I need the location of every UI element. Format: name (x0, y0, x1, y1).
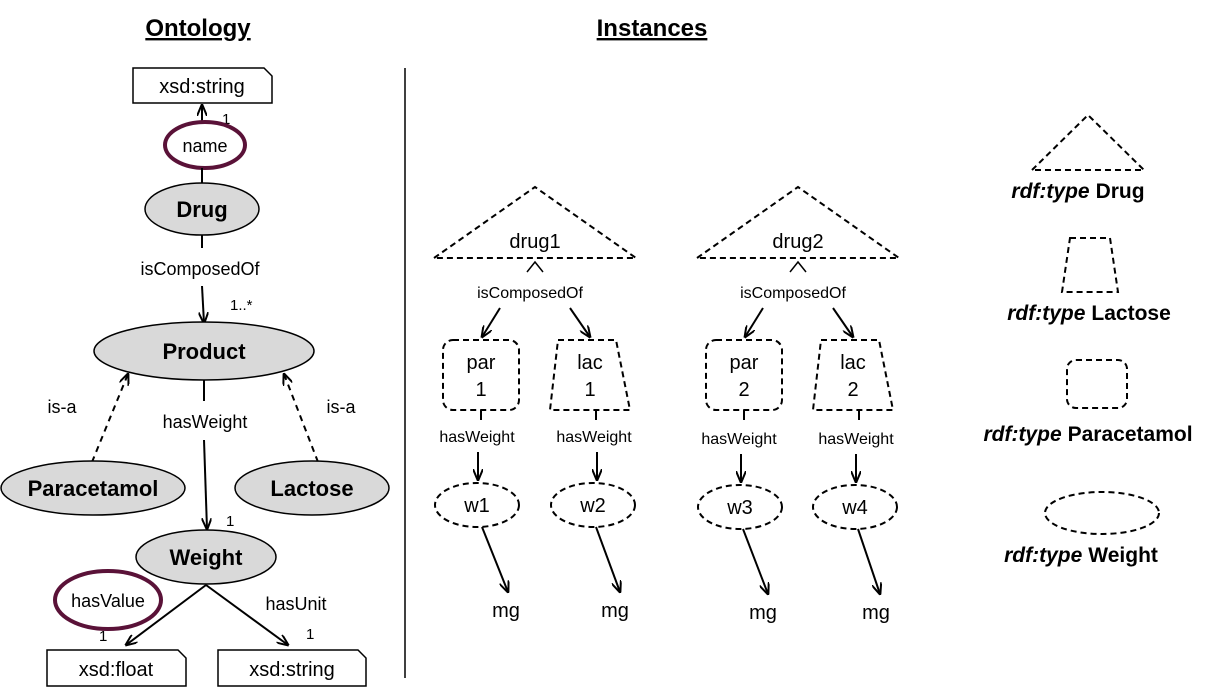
lactose-class-node: Lactose (234, 460, 390, 516)
mg-label-3: mg (749, 602, 777, 624)
has-value-cardinality: 1 (99, 628, 107, 645)
drug1-lac1-edge (569, 307, 590, 337)
is-a-left-label: is-a (47, 397, 77, 417)
is-a-right-label: is-a (326, 397, 356, 417)
legend-rounded-rect-shape (1066, 359, 1128, 409)
has-unit-cardinality: 1 (306, 626, 314, 643)
lac2-label-line2: 2 (847, 379, 858, 401)
par1-label-line1: par (467, 352, 496, 374)
has-value-label: hasValue (71, 591, 145, 611)
has-value-property-node: hasValue (53, 569, 163, 631)
xsd-string-bottom-node: xsd:string (217, 649, 367, 687)
drug1-label: drug1 (509, 231, 560, 253)
w4-mg-edge (857, 528, 880, 594)
name-cardinality: 1 (222, 111, 230, 128)
w1-node (434, 482, 520, 528)
xsd-float-node: xsd:float (46, 649, 187, 687)
legend-trapezoid-shape (1060, 237, 1120, 293)
has-value-edge (126, 584, 207, 645)
is-composed-of-cardinality: 1..* (230, 297, 253, 314)
has-weight-edge (204, 439, 207, 529)
is-composed-of-label-2: isComposedOf (740, 285, 846, 302)
instances-heading: Instances (597, 15, 708, 42)
w3-mg-edge (742, 528, 768, 594)
instance-group-1: drug1 isComposedOf par 1 lac 1 hasWeight… (430, 185, 640, 622)
name-property-node: name (163, 120, 247, 170)
lac1-node (548, 339, 632, 411)
name-label: name (182, 136, 227, 156)
has-weight-label: hasWeight (163, 412, 248, 432)
legend-triangle-shape (1029, 113, 1147, 171)
mg-label-4: mg (862, 602, 890, 624)
lac2-node (811, 339, 895, 411)
mg-label-2: mg (601, 600, 629, 622)
lac2-label-line1: lac (840, 352, 866, 374)
xsd-float-label: xsd:float (79, 659, 154, 681)
drug2-caret (789, 260, 807, 273)
has-weight-label-2: hasWeight (556, 429, 632, 446)
xsd-string-top-node: xsd:string (132, 67, 273, 104)
is-a-right-edge (284, 374, 319, 463)
is-a-left-edge (91, 374, 128, 463)
w2-label: w2 (579, 495, 606, 517)
xsd-string-bottom-label: xsd:string (249, 659, 335, 681)
ontology-heading: Ontology (145, 15, 251, 42)
is-composed-of-label: isComposedOf (140, 259, 260, 279)
drug2-lac2-edge (832, 307, 853, 337)
drug1-triangle (430, 185, 640, 259)
w3-node (697, 484, 783, 530)
lac1-label-line1: lac (577, 352, 603, 374)
w1-label: w1 (463, 495, 490, 517)
drug2-par2-edge (745, 307, 764, 337)
drug1-par1-edge (482, 307, 501, 337)
weight-label: Weight (170, 545, 244, 570)
weight-class-node: Weight (135, 529, 277, 585)
has-weight-label-1: hasWeight (439, 429, 515, 446)
w1-mg-edge (481, 526, 508, 592)
drug-label: Drug (176, 197, 227, 222)
par2-label-line2: 2 (738, 379, 749, 401)
has-weight-label-3: hasWeight (701, 431, 777, 448)
is-composed-of-label-1: isComposedOf (477, 285, 583, 302)
w2-mg-edge (595, 526, 620, 592)
w4-label: w4 (841, 497, 868, 519)
paracetamol-class-node: Paracetamol (0, 460, 186, 516)
lactose-label: Lactose (270, 476, 353, 501)
par1-label-line2: 1 (475, 379, 486, 401)
paracetamol-label: Paracetamol (28, 476, 159, 501)
has-unit-label: hasUnit (265, 594, 326, 614)
product-label: Product (162, 339, 246, 364)
mg-label-1: mg (492, 600, 520, 622)
legend-ellipse-shape (1044, 491, 1160, 535)
is-composed-of-edge (202, 285, 204, 323)
has-weight-label-4: hasWeight (818, 431, 894, 448)
drug2-triangle (693, 185, 903, 259)
drug-class-node: Drug (144, 182, 260, 236)
has-weight-cardinality: 1 (226, 513, 234, 530)
xsd-string-top-label: xsd:string (159, 76, 245, 98)
drug1-caret (526, 260, 544, 273)
par2-label-line1: par (730, 352, 759, 374)
lac1-label-line2: 1 (584, 379, 595, 401)
w3-label: w3 (726, 497, 753, 519)
product-class-node: Product (93, 321, 315, 381)
has-unit-edge (205, 584, 288, 645)
w2-node (550, 482, 636, 528)
instance-group-2: drug2 isComposedOf par 2 lac 2 hasWeight… (693, 185, 903, 624)
w4-node (812, 484, 898, 530)
drug2-label: drug2 (772, 231, 823, 253)
